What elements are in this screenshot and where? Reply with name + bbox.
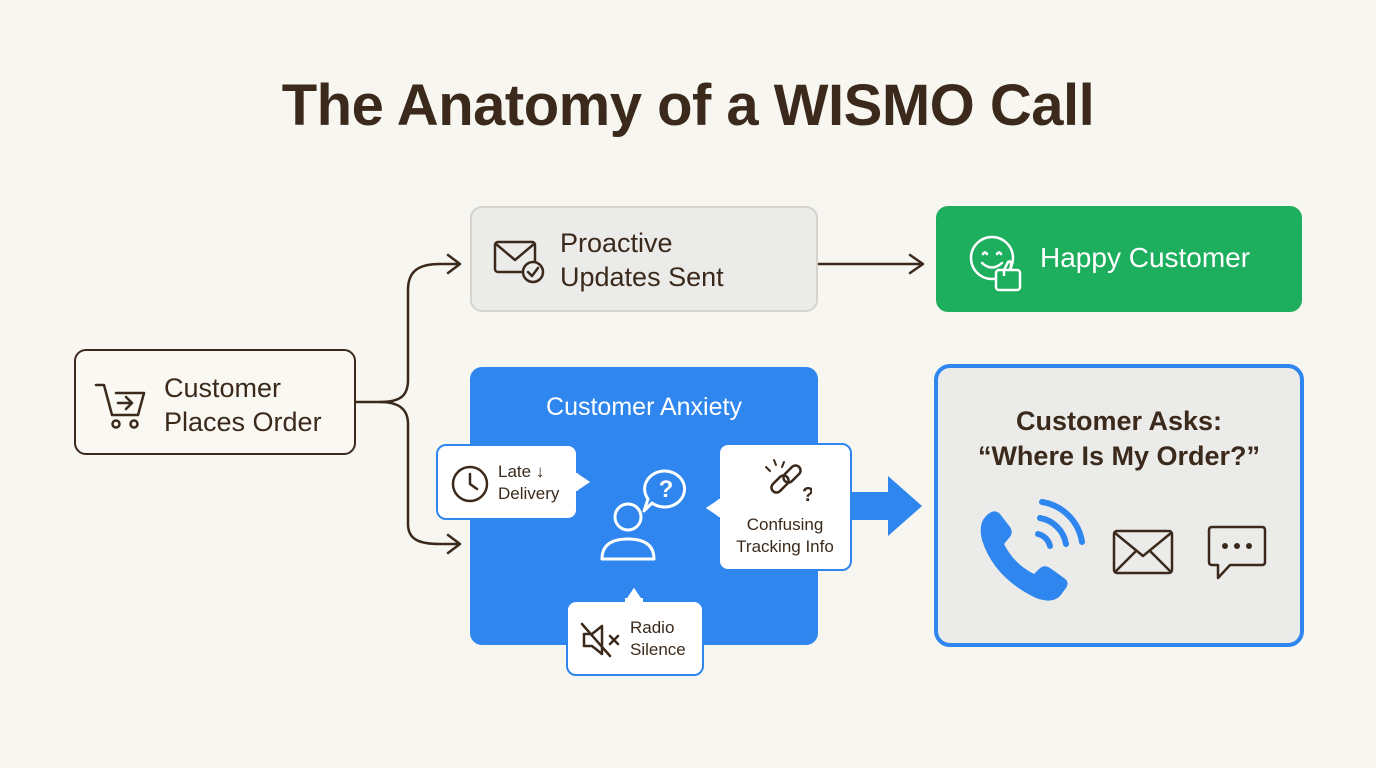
connector-start-lower [379, 400, 458, 546]
node-label: Customer Places Order [164, 373, 322, 437]
cause-label: Late ↓ Delivery [498, 462, 560, 503]
cause-radio-silence: Radio Silence [566, 600, 704, 676]
connector-start-split [356, 262, 458, 404]
node-happy-customer: Happy Customer [936, 206, 1302, 312]
shopping-cart-icon [92, 373, 148, 438]
node-customer-places-order: Customer Places Order [74, 349, 356, 455]
tail-late [576, 470, 594, 494]
arrowhead-to-anxiety [446, 533, 462, 555]
svg-text:?: ? [659, 476, 674, 503]
muted-speaker-icon [580, 620, 622, 666]
broken-link-question-icon: ? [762, 457, 814, 511]
confused-person-icon: ? [594, 465, 694, 570]
clock-down-arrow-icon [450, 464, 490, 510]
node-customer-asks: Customer Asks: “Where Is My Order?” [934, 364, 1304, 647]
arrowhead-to-proactive [446, 253, 462, 275]
cause-label: Confusing Tracking Info [736, 515, 834, 556]
node-label: Customer Anxiety [546, 393, 742, 421]
node-label: Happy Customer [1040, 242, 1251, 273]
arrowhead-to-happy [908, 253, 925, 275]
node-label: Proactive Updates Sent [560, 228, 724, 292]
diagram-title: The Anatomy of a WISMO Call [281, 73, 1095, 138]
envelope-check-icon [492, 238, 546, 289]
svg-text:?: ? [802, 484, 812, 505]
smiley-thumbs-up-icon [966, 232, 1028, 299]
chat-icon [1206, 524, 1268, 589]
email-icon [1112, 528, 1174, 581]
phone-icon [972, 498, 1090, 615]
node-label: Customer Asks: “Where Is My Order?” [977, 406, 1261, 471]
cause-label: Radio Silence [630, 618, 686, 659]
node-proactive-updates: Proactive Updates Sent [470, 206, 818, 312]
down-arrow-icon: ↓ [535, 462, 545, 481]
arrow-anxiety-to-asks [852, 476, 922, 536]
tail-confuse [702, 496, 720, 520]
